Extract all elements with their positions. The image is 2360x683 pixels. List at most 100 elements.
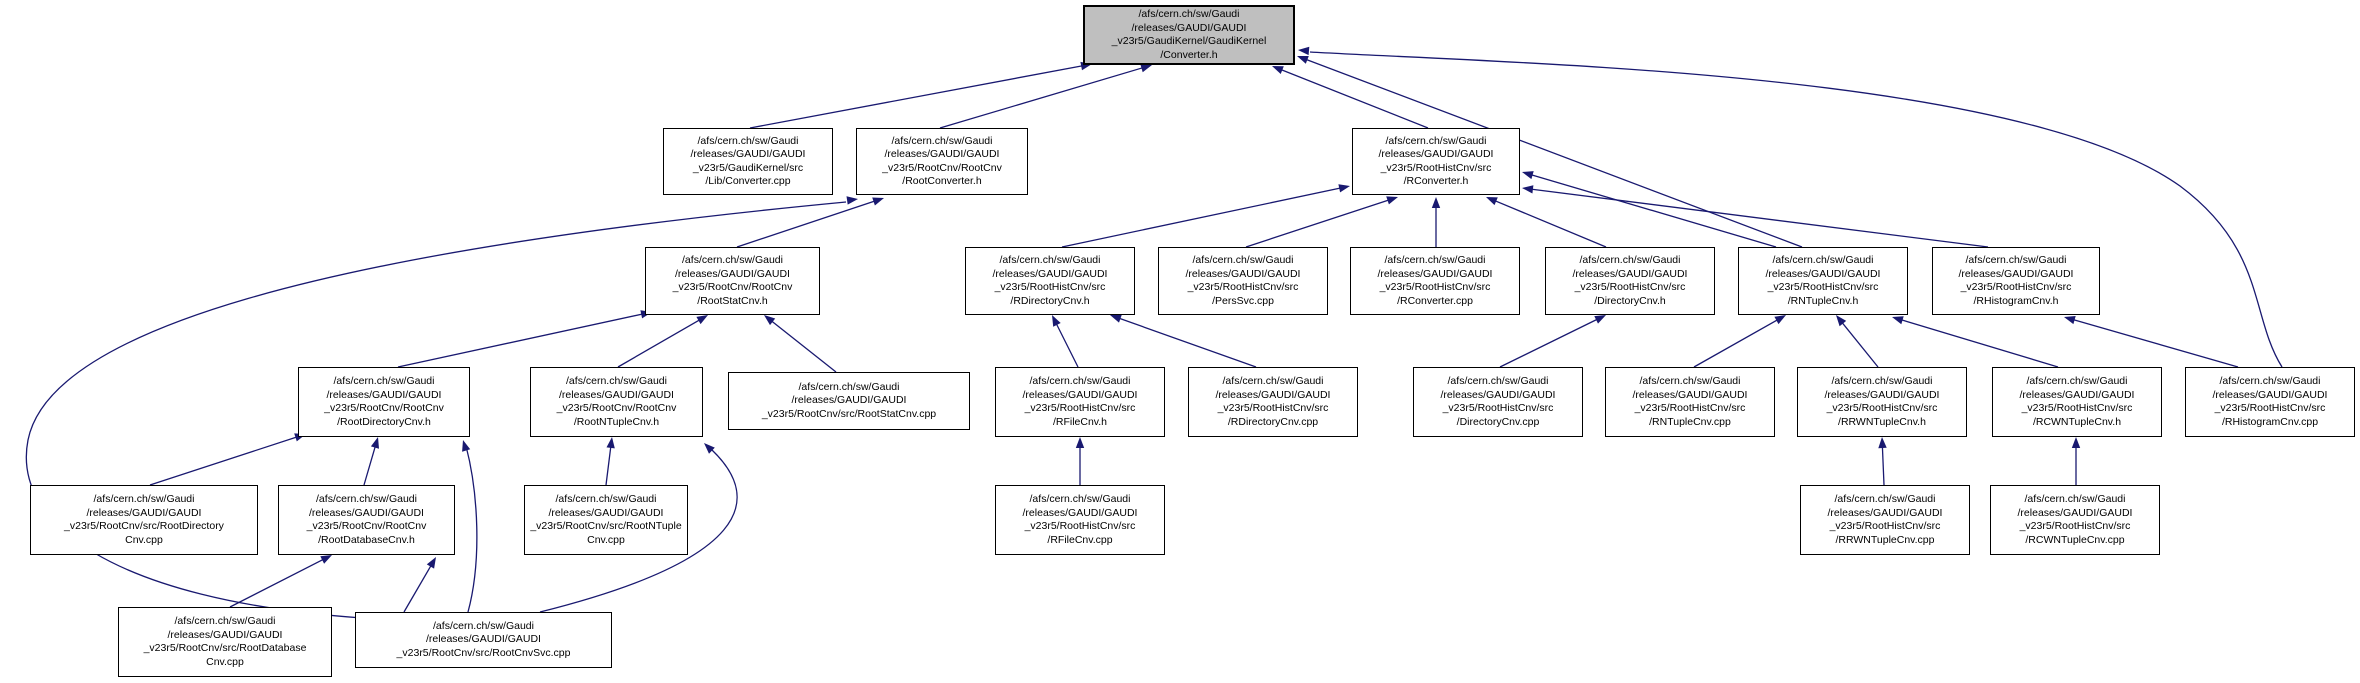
graph-node-label-line: /afs/cern.ch/sw/Gaudi (433, 619, 534, 632)
graph-node-r-file-cnv-cpp[interactable]: /afs/cern.ch/sw/Gaudi/releases/GAUDI/GAU… (995, 485, 1165, 555)
graph-node-label-line: _v23r5/RootCnv/RootCnv (306, 520, 427, 532)
edge-root_ntuple_cnv_h-to-root_stat_cnv_h (617, 317, 704, 368)
graph-node-label-line: /releases/GAUDI/GAUDI (1827, 506, 1943, 519)
edge-arrowhead (1297, 56, 1309, 64)
edge-directory_cnv_h-to-r_converter_h (1491, 198, 1607, 248)
graph-node-label-line: /afs/cern.ch/sw/Gaudi (1639, 375, 1741, 387)
edge-root_directory_cnv_h-to-root_stat_cnv_h (397, 312, 647, 368)
graph-node-r-converter-cpp[interactable]: /afs/cern.ch/sw/Gaudi/releases/GAUDI/GAU… (1350, 247, 1520, 315)
graph-node-label-line: /RDirectoryCnv.h (1010, 294, 1090, 307)
graph-node-label-line: /afs/cern.ch/sw/Gaudi (2024, 493, 2126, 505)
graph-node-label-line: /releases/GAUDI/GAUDI (559, 388, 674, 401)
graph-node-label-line: /RHistogramCnv.h (1973, 294, 2059, 307)
graph-node-rn-tuple-cnv-h[interactable]: /afs/cern.ch/sw/Gaudi/releases/GAUDI/GAU… (1738, 247, 1908, 315)
graph-node-r-directory-cnv-h[interactable]: /afs/cern.ch/sw/Gaudi/releases/GAUDI/GAU… (965, 247, 1135, 315)
graph-node-label-line: /RootStatCnv.h (697, 294, 768, 307)
edge-r_directory_cnv_h-to-r_converter_h (1061, 186, 1345, 248)
graph-node-label-line: /RCWNTupleCnv.h (2032, 415, 2122, 428)
graph-node-label-line: /RConverter.cpp (1397, 294, 1473, 307)
graph-node-label-line: _v23r5/RootCnv/src/RootNTuple (530, 520, 682, 532)
graph-node-r-directory-cnv-cpp[interactable]: /afs/cern.ch/sw/Gaudi/releases/GAUDI/GAU… (1188, 367, 1358, 437)
graph-node-r-histogram-cnv-cpp[interactable]: /afs/cern.ch/sw/Gaudi/releases/GAUDI/GAU… (2185, 367, 2355, 437)
graph-node-label-line: /releases/GAUDI/GAUDI (1958, 267, 2074, 280)
edge-arrowhead (1052, 315, 1061, 327)
graph-node-label-line: _v23r5/RootHistCnv/src (2021, 402, 2133, 414)
edge-arrowhead (704, 443, 715, 454)
graph-node-label-line: _v23r5/RootHistCnv/src (1829, 520, 1941, 532)
graph-node-lib-converter-cpp[interactable]: /afs/cern.ch/sw/Gaudi/releases/GAUDI/GAU… (663, 128, 833, 195)
graph-node-root-database-cnv-cpp[interactable]: /afs/cern.ch/sw/Gaudi/releases/GAUDI/GAU… (118, 607, 332, 677)
graph-node-label-line: /RCWNTupleCnv.cpp (2025, 533, 2125, 546)
edge-arrowhead (1110, 314, 1122, 323)
graph-node-root-converter-h[interactable]: /afs/cern.ch/sw/Gaudi/releases/GAUDI/GAU… (856, 128, 1028, 195)
graph-node-label-line: /releases/GAUDI/GAUDI (1185, 267, 1301, 280)
graph-node-label-line: /afs/cern.ch/sw/Gaudi (566, 375, 667, 387)
graph-node-label-line: _v23r5/RootCnv/src/RootDirectory (64, 520, 224, 532)
graph-node-label-line: /RRWNTupleCnv.cpp (1835, 533, 1935, 546)
graph-node-rrwn-tuple-cnv-h[interactable]: /afs/cern.ch/sw/Gaudi/releases/GAUDI/GAU… (1797, 367, 1967, 437)
graph-node-label-line: /afs/cern.ch/sw/Gaudi (1029, 493, 1131, 505)
graph-node-label-line: _v23r5/RootHistCnv/src (994, 281, 1106, 293)
graph-node-label-line: _v23r5/RootHistCnv/src (1380, 161, 1492, 174)
graph-node-label-line: /releases/GAUDI/GAUDI (167, 628, 283, 641)
graph-node-label-line: _v23r5/RootHistCnv/src (1379, 281, 1491, 293)
graph-node-rn-tuple-cnv-cpp[interactable]: /afs/cern.ch/sw/Gaudi/releases/GAUDI/GAU… (1605, 367, 1775, 437)
edge-root_cnv_svc_cpp-to-root_converter_h (25, 201, 847, 619)
graph-node-label-line: /RootDatabaseCnv.h (318, 533, 415, 546)
graph-node-r-file-cnv-h[interactable]: /afs/cern.ch/sw/Gaudi/releases/GAUDI/GAU… (995, 367, 1165, 437)
graph-node-root-stat-cnv-cpp[interactable]: /afs/cern.ch/sw/Gaudi/releases/GAUDI/GAU… (728, 372, 970, 430)
graph-node-rcwn-tuple-cnv-h[interactable]: /afs/cern.ch/sw/Gaudi/releases/GAUDI/GAU… (1992, 367, 2162, 437)
graph-node-label-line: /RConverter.h (1403, 175, 1469, 187)
graph-node-label-line: /RootNTupleCnv.h (573, 415, 660, 428)
graph-node-label-line: /afs/cern.ch/sw/Gaudi (2219, 375, 2321, 387)
graph-node-label-line: Cnv.cpp (206, 655, 244, 668)
graph-node-rrwn-tuple-cnv-cpp[interactable]: /afs/cern.ch/sw/Gaudi/releases/GAUDI/GAU… (1800, 485, 1970, 555)
graph-node-label-line: /afs/cern.ch/sw/Gaudi (1579, 254, 1681, 266)
graph-node-rcwn-tuple-cnv-cpp[interactable]: /afs/cern.ch/sw/Gaudi/releases/GAUDI/GAU… (1990, 485, 2160, 555)
graph-node-label-line: _v23r5/RootCnv/RootCnv (556, 402, 677, 414)
graph-node-label-line: /afs/cern.ch/sw/Gaudi (1029, 375, 1131, 387)
edge-arrowhead (1075, 437, 1085, 448)
graph-node-directory-cnv-cpp[interactable]: /afs/cern.ch/sw/Gaudi/releases/GAUDI/GAU… (1413, 367, 1583, 437)
graph-node-label-line: /DirectoryCnv.h (1594, 294, 1666, 307)
graph-node-label-line: /RNTupleCnv.h (1787, 294, 1859, 307)
graph-node-root-database-cnv-h[interactable]: /afs/cern.ch/sw/Gaudi/releases/GAUDI/GAU… (278, 485, 455, 555)
edge-rcwn_tuple_cnv_h-to-rn_tuple_cnv_h (1897, 318, 2059, 368)
edge-root_converter_h-to-converter_h (939, 66, 1147, 129)
graph-node-label-line: /RootConverter.h (902, 175, 982, 187)
graph-node-root-stat-cnv-h[interactable]: /afs/cern.ch/sw/Gaudi/releases/GAUDI/GAU… (645, 247, 820, 315)
graph-node-label-line: /releases/GAUDI/GAUDI (86, 506, 202, 519)
graph-node-pers-svc-cpp[interactable]: /afs/cern.ch/sw/Gaudi/releases/GAUDI/GAU… (1158, 247, 1328, 315)
graph-node-root-directory-cnv-h[interactable]: /afs/cern.ch/sw/Gaudi/releases/GAUDI/GAU… (298, 367, 470, 437)
graph-node-root-ntuple-cnv-h[interactable]: /afs/cern.ch/sw/Gaudi/releases/GAUDI/GAU… (530, 367, 703, 437)
graph-node-root-ntuple-cnv-cpp[interactable]: /afs/cern.ch/sw/Gaudi/releases/GAUDI/GAU… (524, 485, 688, 555)
graph-node-root-cnv-svc-cpp[interactable]: /afs/cern.ch/sw/Gaudi/releases/GAUDI/GAU… (355, 612, 612, 668)
graph-node-directory-cnv-h[interactable]: /afs/cern.ch/sw/Gaudi/releases/GAUDI/GAU… (1545, 247, 1715, 315)
graph-node-converter-h[interactable]: /afs/cern.ch/sw/Gaudi/releases/GAUDI/GAU… (1083, 5, 1295, 65)
graph-node-label-line: /releases/GAUDI/GAUDI (326, 388, 442, 401)
graph-node-label-line: /afs/cern.ch/sw/Gaudi (1138, 8, 1240, 20)
graph-node-label-line: /afs/cern.ch/sw/Gaudi (93, 493, 195, 505)
edge-root_cnv_svc_cpp-to-root_directory_cnv_h (465, 445, 478, 613)
graph-node-root-directory-cnv-cpp[interactable]: /afs/cern.ch/sw/Gaudi/releases/GAUDI/GAU… (30, 485, 258, 555)
edge-rn_tuple_cnv_cpp-to-rn_tuple_cnv_h (1693, 317, 1782, 368)
graph-node-label-line: /DirectoryCnv.cpp (1456, 415, 1540, 428)
edge-root_database_cnv_h-to-root_directory_cnv_h (363, 442, 377, 486)
graph-node-r-converter-h[interactable]: /afs/cern.ch/sw/Gaudi/releases/GAUDI/GAU… (1352, 128, 1520, 195)
graph-node-r-histogram-cnv-h[interactable]: /afs/cern.ch/sw/Gaudi/releases/GAUDI/GAU… (1932, 247, 2100, 315)
graph-node-label-line: _v23r5/GaudiKernel/GaudiKernel (1111, 35, 1267, 47)
graph-node-label-line: /RNTupleCnv.cpp (1649, 415, 1731, 428)
edge-arrowhead (1486, 197, 1498, 206)
graph-node-label-line: _v23r5/RootHistCnv/src (1217, 402, 1329, 414)
graph-node-label-line: _v23r5/RootHistCnv/src (2019, 520, 2131, 532)
edge-root_cnv_svc_cpp-to-root_ntuple_cnv_h (539, 449, 738, 613)
edge-r_histogram_cnv_h-to-r_converter_h (1527, 188, 1989, 248)
graph-node-label-line: /RDirectoryCnv.cpp (1227, 415, 1319, 428)
graph-node-label-line: _v23r5/RootCnv/src/RootStatCnv.cpp (761, 407, 937, 420)
graph-node-label-line: /afs/cern.ch/sw/Gaudi (333, 375, 435, 387)
graph-node-label-line: /releases/GAUDI/GAUDI (1022, 506, 1138, 519)
graph-node-label-line: _v23r5/RootCnv/RootCnv (672, 281, 793, 293)
edge-rn_tuple_cnv_h-to-r_converter_h (1527, 173, 1777, 248)
graph-node-label-line: /releases/GAUDI/GAUDI (1440, 388, 1556, 401)
graph-node-label-line: /releases/GAUDI/GAUDI (1572, 267, 1688, 280)
